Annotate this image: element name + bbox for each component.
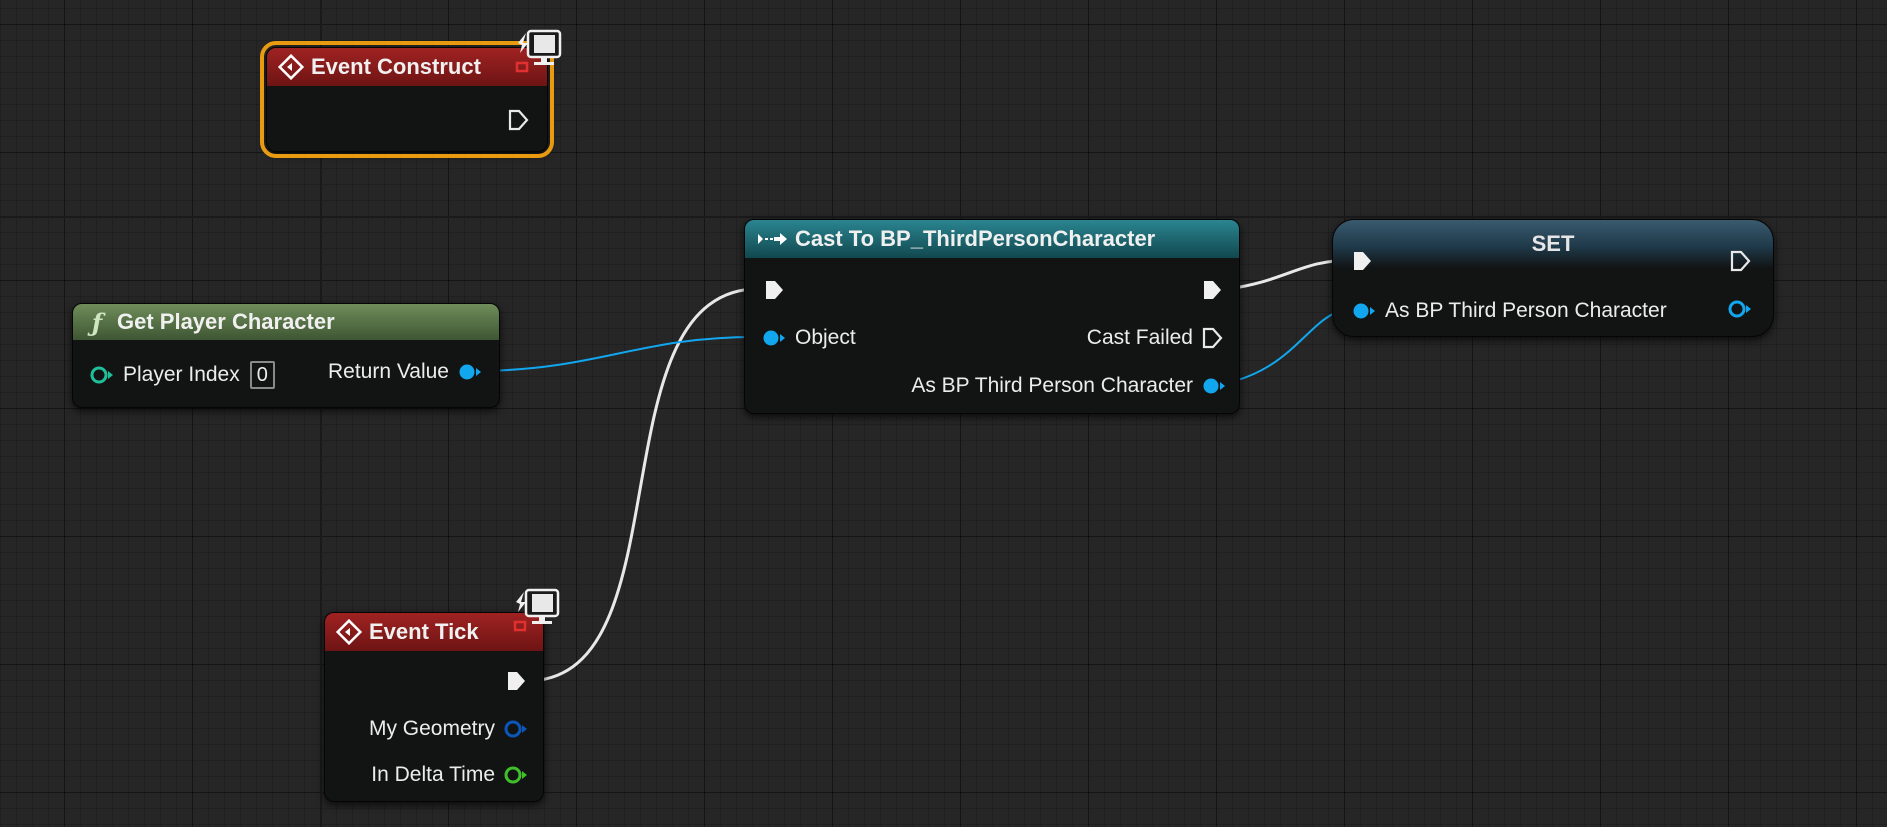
player-index-pin[interactable] [89,365,115,385]
exec-out-pin[interactable] [1729,250,1751,272]
as-bp-label: As BP Third Person Character [1385,299,1667,322]
cast-exec-out-row[interactable] [1201,279,1223,301]
as-bp-out-pin[interactable] [1201,376,1227,396]
get-player-character-header[interactable]: ƒ Get Player Character [73,304,499,340]
as-bp-label: As BP Third Person Character [911,374,1193,397]
event-tick-header[interactable]: Event Tick [325,613,543,651]
cast-header[interactable]: Cast To BP_ThirdPersonCharacter [745,220,1239,258]
set-as-bp-out-row[interactable] [1727,299,1753,319]
in-delta-time-pin-row[interactable]: In Delta Time [363,763,529,787]
get-player-character-node[interactable]: ƒ Get Player Character Player Index 0 Re… [72,303,500,408]
player-index-label: Player Index [123,363,240,386]
event-construct-header[interactable]: Event Construct [267,48,547,86]
network-monitor-icon [514,29,566,78]
event-construct-node[interactable]: Event Construct [260,41,554,158]
as-bp-in-pin[interactable] [1351,301,1377,321]
exec-out-pin-row[interactable] [507,109,529,131]
event-tick-node[interactable]: Event Tick My Geometry In Delta Time [324,612,544,802]
node-title: SET [1531,231,1575,256]
node-title: Get Player Character [117,309,335,334]
return-value-pin[interactable] [457,362,483,382]
cast-failed-exec-pin[interactable] [1201,327,1223,349]
object-pin[interactable] [761,328,787,348]
exec-out-pin[interactable] [505,670,527,692]
tick-exec-out-row[interactable] [505,670,527,692]
my-geometry-label: My Geometry [368,717,495,740]
in-delta-time-pin[interactable] [503,765,529,785]
player-index-pin-row[interactable]: Player Index 0 [89,361,275,389]
set-as-bp-in-row[interactable]: As BP Third Person Character [1351,299,1675,323]
player-index-value[interactable]: 0 [249,361,275,389]
in-delta-time-label: In Delta Time [371,763,495,786]
event-diamond-icon [335,618,363,646]
cast-exec-in-row[interactable] [763,279,785,301]
return-value-label: Return Value [327,360,449,383]
cast-arrow-icon [755,225,789,253]
object-label: Object [795,326,856,349]
cast-failed-pin-row[interactable]: Cast Failed [1079,326,1223,350]
exec-in-pin[interactable] [763,279,785,301]
network-monitor-icon [512,588,564,637]
my-geometry-pin[interactable] [503,719,529,739]
set-exec-in-row[interactable] [1351,250,1373,272]
as-bp-out-pin-row[interactable]: As BP Third Person Character [903,374,1227,398]
exec-out-pin[interactable] [507,109,529,131]
set-exec-out-row[interactable] [1729,250,1751,272]
exec-out-pin[interactable] [1201,279,1223,301]
function-f-icon: ƒ [91,307,103,337]
node-title: Event Construct [311,54,481,79]
set-header[interactable]: SET [1333,220,1773,268]
return-value-pin-row[interactable]: Return Value [320,360,483,384]
node-title: Event Tick [369,619,479,644]
my-geometry-pin-row[interactable]: My Geometry [361,717,529,741]
cast-node[interactable]: Cast To BP_ThirdPersonCharacter Object C… [744,219,1240,414]
event-diamond-icon [277,53,305,81]
cast-failed-label: Cast Failed [1086,326,1193,349]
exec-wire-tick-to-cast[interactable] [539,287,753,682]
exec-in-pin[interactable] [1351,250,1373,272]
object-pin-row[interactable]: Object [761,326,864,350]
object-wire-return-to-object[interactable] [477,335,761,372]
set-node[interactable]: SET As BP Third Person Character [1332,219,1774,337]
as-bp-out-pin[interactable] [1727,299,1753,319]
node-title: Cast To BP_ThirdPersonCharacter [795,226,1156,251]
